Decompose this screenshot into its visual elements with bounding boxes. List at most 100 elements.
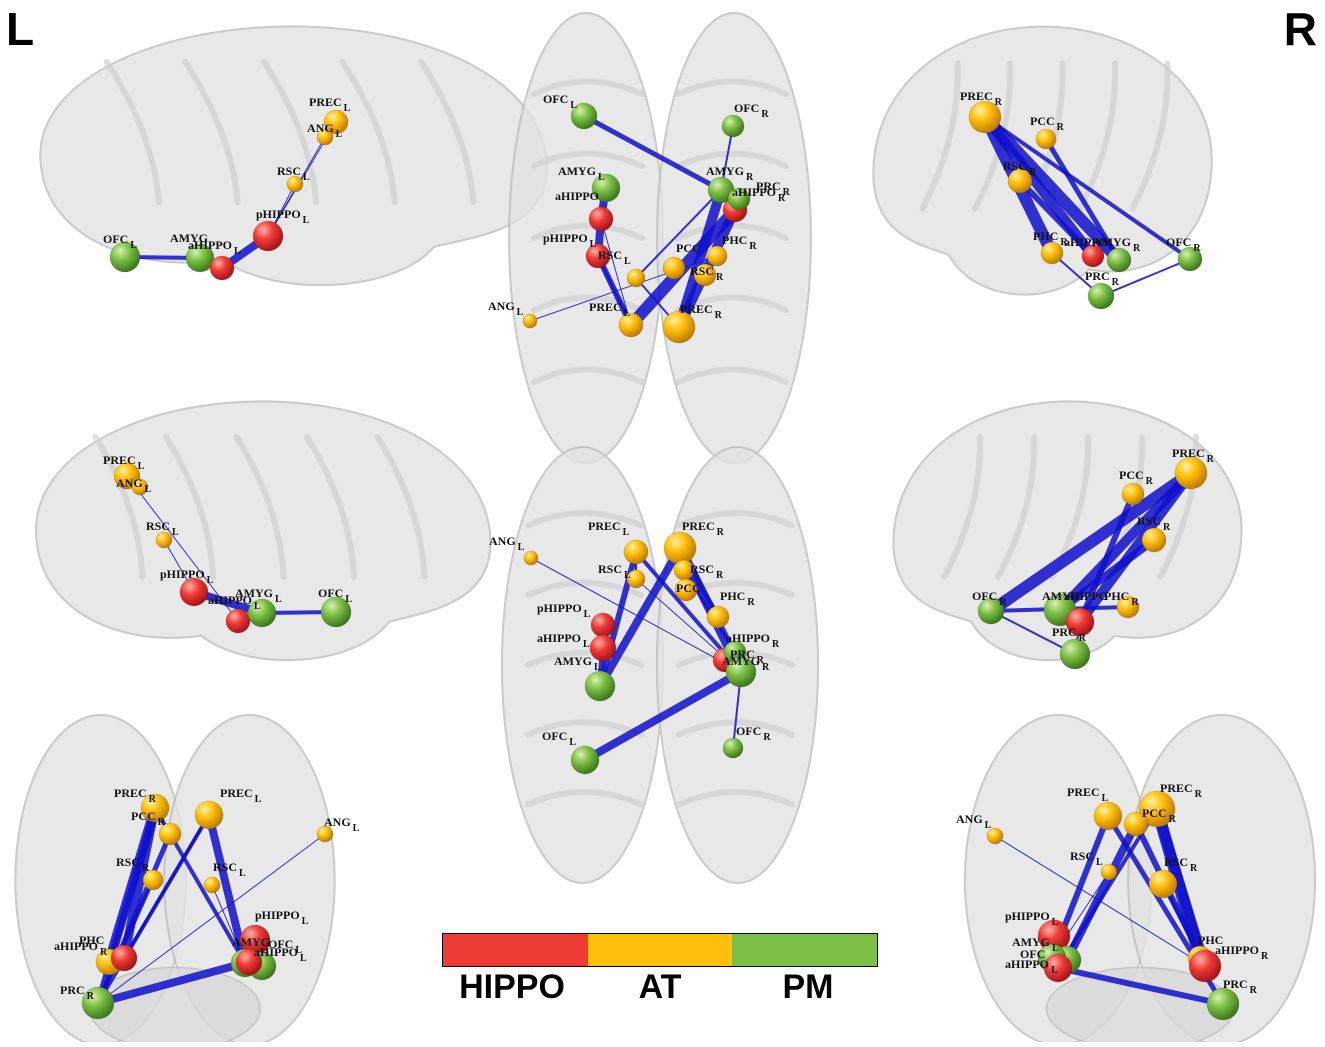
legend-swatch-at [587, 934, 733, 966]
bottom-axial-edge-6 [581, 668, 745, 764]
left-medial-node-ahippo-l-4 [225, 608, 251, 634]
right-lateral-edge-3 [979, 111, 1125, 266]
posterior-coronal-right-node-pcc-r-2 [1123, 811, 1149, 837]
posterior-coronal-left-node-pcc-r-2 [158, 822, 182, 846]
posterior-coronal-right-node-ahippo-l-9 [1043, 953, 1073, 983]
top-axial-node-rsc-l-10 [626, 268, 646, 288]
top-axial-node-pcc-8 [662, 256, 686, 280]
legend-label-pm: PM [782, 968, 834, 1006]
legend-label-hippo: HIPPO [459, 968, 565, 1006]
bottom-axial-node-ahippo-l-8 [589, 634, 617, 662]
top-axial-node-prc-r-6 [727, 187, 751, 211]
posterior-coronal-right-edge-9 [1056, 807, 1159, 970]
right-medial-edge-3 [1077, 491, 1136, 625]
right-medial-node-phc-r-3 [1116, 595, 1140, 619]
top-axial-node-phippo-l-7 [585, 243, 611, 269]
left-lateral-node-amyg-5 [185, 243, 215, 273]
bottom-axial-node-ofc-l-13 [570, 745, 600, 775]
right-lateral-node-amyg-r-5 [1106, 247, 1132, 273]
brain-right-medial [892, 400, 1243, 662]
legend-label-at: AT [638, 968, 682, 1006]
legend-swatch-pm [732, 934, 878, 966]
bottom-axial-node-rsc-l-3 [626, 569, 646, 589]
left-medial-node-rsc-l-2 [155, 531, 173, 549]
right-medial-node-rsc-r-2 [1141, 527, 1167, 553]
bottom-axial-node-prec-r-2 [663, 531, 697, 565]
posterior-coronal-right-node-ahippo-r-11 [1188, 949, 1222, 983]
brain-outlines [14, 12, 1317, 1047]
right-lateral-node-ahippo-4 [1081, 244, 1105, 268]
posterior-coronal-left-edge-4 [205, 811, 249, 967]
right-medial-node-prc-r-7 [1059, 638, 1091, 670]
left-lateral-label-amyg-5: AMYG [170, 231, 208, 245]
top-axial-node-ofc-l-0 [570, 102, 598, 130]
right-lateral-edge-5 [1017, 178, 1096, 259]
brain-bottom-axial [500, 446, 820, 884]
bottom-axial-node-phc-r-6 [706, 605, 730, 629]
bottom-axial-label-pcc-5: PCC [676, 581, 701, 595]
region-nodes [81, 100, 1240, 1021]
right-lateral-node-phc-r-3 [1040, 241, 1064, 265]
top-axial-edge-10 [597, 255, 632, 326]
right-lateral-node-pcc-r-1 [1035, 128, 1057, 150]
brain-posterior-left [14, 714, 336, 1047]
right-lateral-node-prec-r-0 [968, 100, 1002, 134]
top-axial-node-ang-l-12 [522, 313, 538, 329]
posterior-coronal-left-node-prec-l-1 [194, 800, 224, 830]
right-lateral-edge-4 [1043, 136, 1122, 263]
posterior-coronal-right-label-ofc-8: OFC [1020, 947, 1045, 961]
right-medial-label-ahippo-6: aHIPPO [1064, 589, 1108, 603]
left-lateral-node-ahippo-l-6 [209, 255, 235, 281]
brain-top-axial [508, 12, 812, 464]
top-axial-node-prec-l-13 [618, 312, 644, 338]
bottom-axial-node-amyg-r-12 [725, 656, 757, 688]
top-axial-node-rsc-r-11 [693, 263, 717, 287]
bottom-axial-node-ofc-r-14 [722, 737, 744, 759]
posterior-coronal-left-node-ang-l-3 [316, 825, 334, 843]
top-axial-edge-8 [635, 189, 722, 279]
left-hemisphere-label: L [6, 3, 35, 55]
right-lateral-edge-1 [983, 115, 1192, 261]
bottom-axial-node-pcc-5 [674, 578, 698, 602]
